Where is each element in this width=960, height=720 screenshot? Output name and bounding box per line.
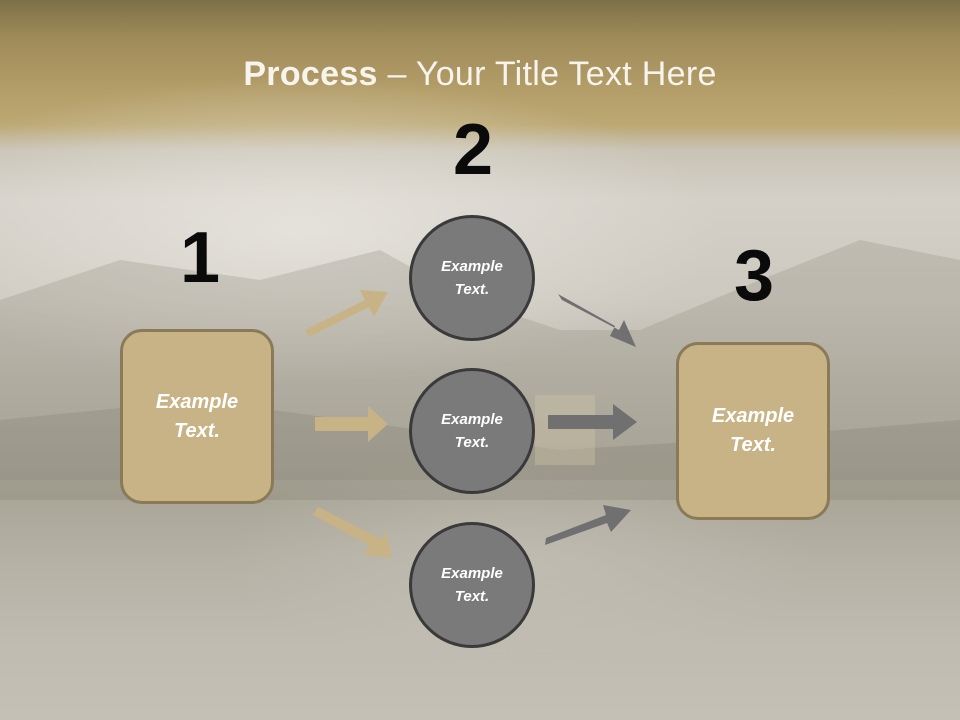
circle-middle-text: Example Text. [441,411,503,451]
arrow-gray-down-icon [558,294,636,347]
arrow-tan-down-icon [313,507,392,558]
circle-bottom-text: Example Text. [441,565,503,605]
arrow-tan-right-icon [315,406,388,442]
right-step-box: Example Text. [676,342,830,520]
right-step-text: Example Text. [711,405,795,456]
arrow-tan-up-icon [305,290,388,337]
left-step-box: Example Text. [120,329,274,504]
step-number-1: 1 [179,218,221,298]
circle-middle: Example Text. [409,368,535,494]
step-number-3: 3 [733,236,775,316]
circle-top: Example Text. [409,215,535,341]
circle-top-text: Example Text. [441,258,503,298]
circle-bottom: Example Text. [409,522,535,648]
left-step-text: Example Text. [155,390,239,442]
slide-title: Process – Your Title Text Here [0,55,960,94]
arrow-gray-up-icon [545,505,631,545]
arrow-gray-right-icon [548,404,637,440]
step-number-2: 2 [452,110,494,190]
title-rest: – Your Title Text Here [377,55,717,93]
title-bold: Process [243,55,378,93]
